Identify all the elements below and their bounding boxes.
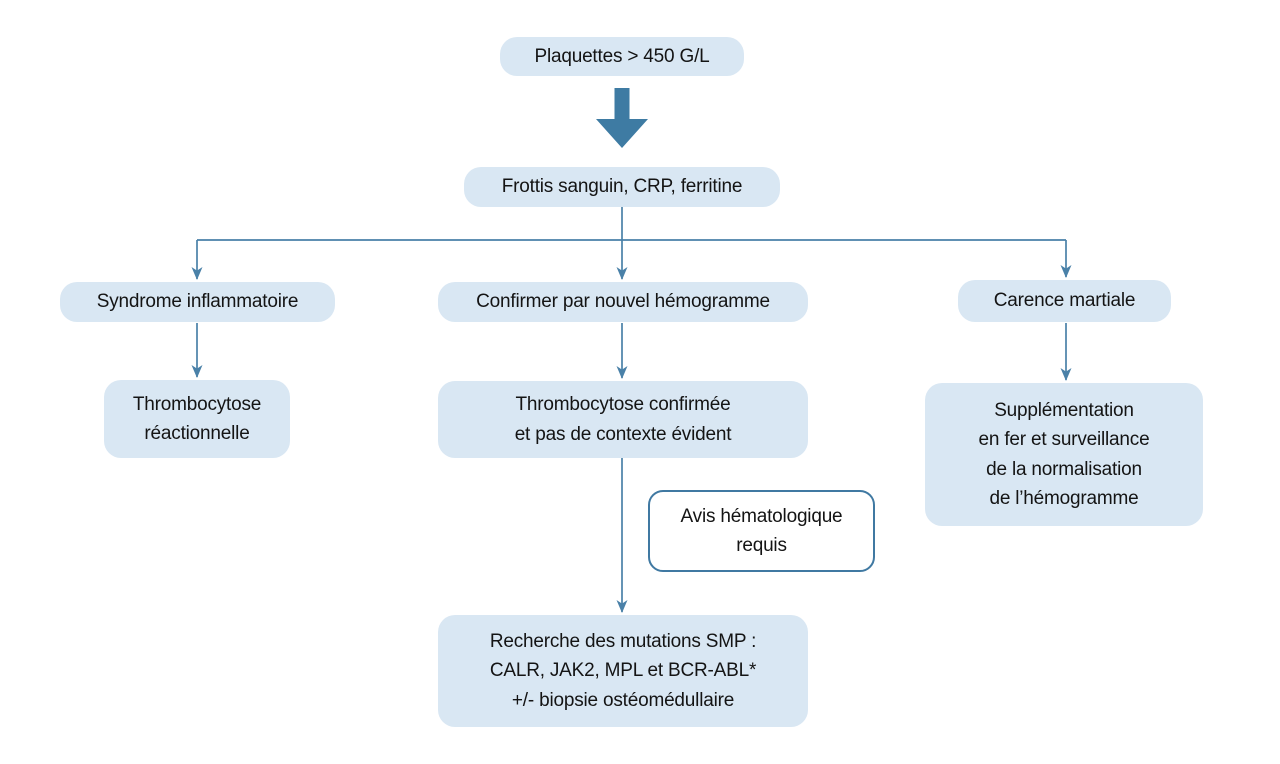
block-arrow-plaquettes-to-frottis (596, 88, 648, 148)
node-supplementation-fer: Supplémentation en fer et surveillance d… (925, 383, 1203, 526)
node-syndrome-inflammatoire: Syndrome inflammatoire (60, 282, 335, 322)
node-recherche-mutations: Recherche des mutations SMP : CALR, JAK2… (438, 615, 808, 727)
node-thrombocytose-reactionnelle: Thrombocytose réactionnelle (104, 380, 290, 458)
node-avis-hematologique-callout: Avis hématologique requis (648, 490, 875, 572)
node-carence-martiale: Carence martiale (958, 280, 1171, 322)
node-frottis-sanguin: Frottis sanguin, CRP, ferritine (464, 167, 780, 207)
node-confirmer-hemogramme: Confirmer par nouvel hémogramme (438, 282, 808, 322)
node-plaquettes: Plaquettes > 450 G/L (500, 37, 744, 76)
node-thrombocytose-confirmee: Thrombocytose confirmée et pas de contex… (438, 381, 808, 458)
